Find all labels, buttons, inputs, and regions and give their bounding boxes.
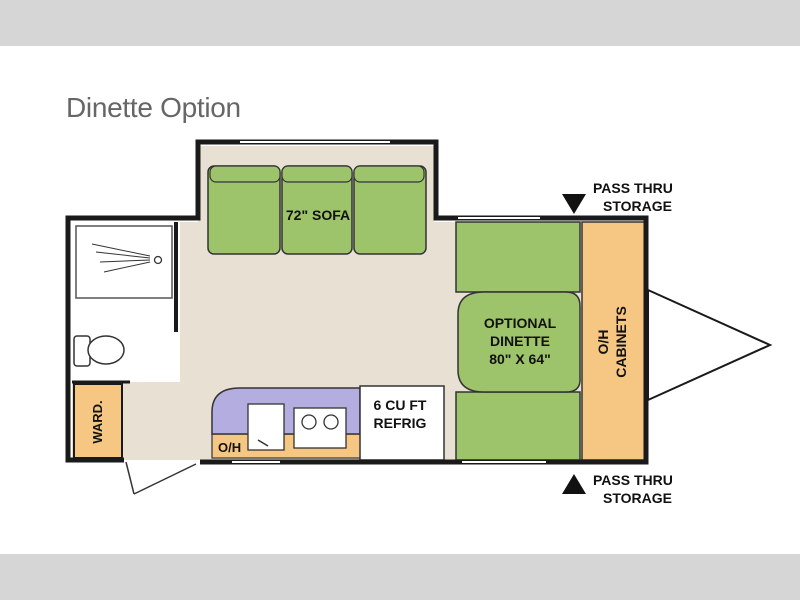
bottom-gray-band [0, 554, 800, 600]
dinette-bench-top [455, 221, 581, 293]
arrow-down-icon [562, 194, 586, 214]
dinette-label-1: OPTIONAL [484, 315, 557, 331]
shower-stream [91, 243, 151, 257]
kitchen-sink [247, 403, 285, 451]
floorplan-title: Dinette Option [66, 92, 241, 123]
hitch-tongue [647, 288, 773, 402]
pass-thru-bottom-label-2: STORAGE [603, 490, 672, 506]
sofa-label: 72" SOFA [286, 207, 350, 223]
shower-drain-icon [153, 255, 163, 265]
dinette-table [457, 291, 581, 393]
pass-thru-top-label-2: STORAGE [603, 198, 672, 214]
dinette-label-2: DINETTE [490, 333, 550, 349]
refrig-label-2: REFRIG [374, 415, 427, 431]
refrig-label-1: 6 CU FT [374, 397, 427, 413]
toilet-icon [73, 335, 125, 367]
entry-door-swing [133, 463, 197, 495]
wardrobe-label: WARD. [90, 400, 105, 443]
pass-thru-top-label-1: PASS THRU [593, 180, 673, 196]
entry-door [125, 461, 135, 495]
dinette-label-3: 80" X 64" [489, 351, 551, 367]
refrigerator [359, 385, 445, 461]
dinette-bench-bottom [455, 391, 581, 461]
burner-icon [301, 414, 317, 430]
cabinets-label-2: CABINETS [613, 306, 629, 378]
stove [293, 407, 347, 449]
wardrobe [73, 383, 123, 459]
top-gray-band [0, 0, 800, 46]
cabinets-label-1: O/H [595, 330, 611, 355]
burner-icon [323, 414, 339, 430]
faucet-icon [257, 439, 269, 447]
pass-thru-bottom-label-1: PASS THRU [593, 472, 673, 488]
overhead-cabinets [581, 221, 647, 461]
oh-label: O/H [218, 440, 241, 455]
arrow-up-icon [562, 474, 586, 494]
